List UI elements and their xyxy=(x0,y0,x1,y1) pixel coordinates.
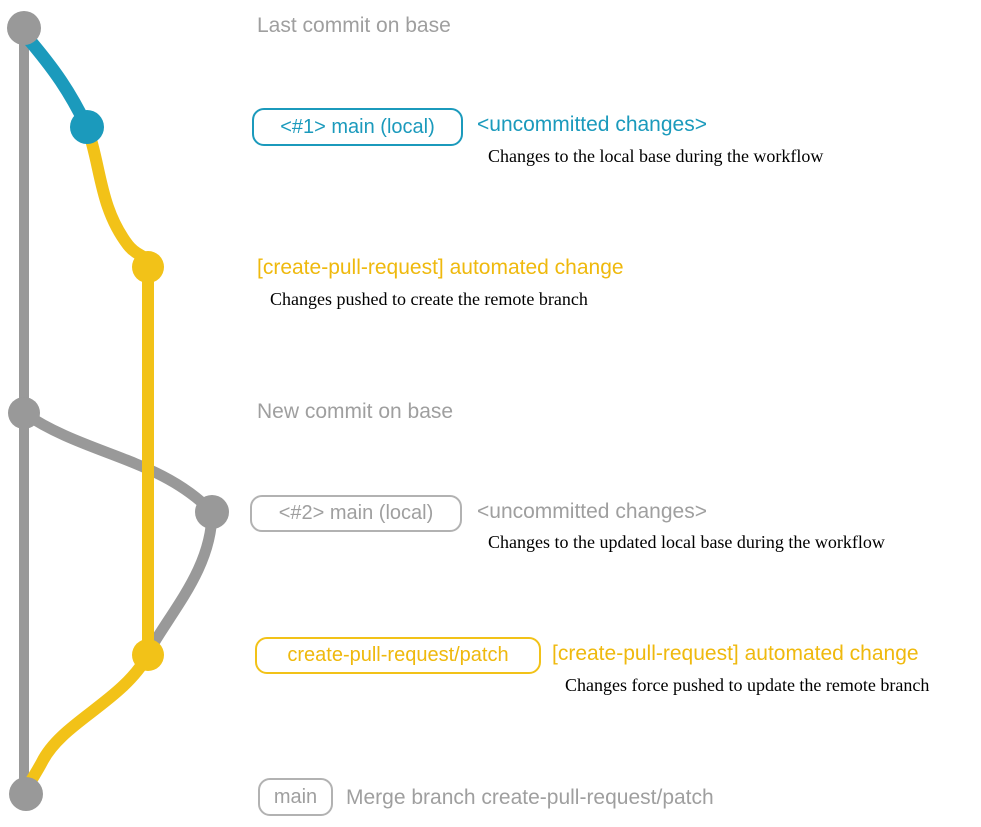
automated-change-title-2: [create-pull-request] automated change xyxy=(552,642,919,665)
uncommitted-changes-title-1: <uncommitted changes> xyxy=(477,113,707,136)
commit-dot-merge xyxy=(9,777,43,811)
commit-dot-new-base xyxy=(8,397,40,429)
new-commit-note: New commit on base xyxy=(257,400,454,423)
merge-note: Merge branch create-pull-request/patch xyxy=(346,786,714,809)
uncommitted-changes-title-2: <uncommitted changes> xyxy=(477,500,707,523)
branch-badge-patch: create-pull-request/patch xyxy=(255,637,541,674)
local2-to-patch-curve xyxy=(142,506,218,659)
patch-branch-top-curve xyxy=(81,121,154,273)
base-to-local2-curve xyxy=(18,407,218,518)
commit-dot-automated-2 xyxy=(132,639,164,671)
automated-change-desc-1: Changes pushed to create the remote bran… xyxy=(270,289,588,309)
branch-badge-main: main xyxy=(258,778,333,816)
commit-dot-local-1 xyxy=(70,110,104,144)
commit-dot-local-2 xyxy=(195,495,229,529)
commit-dot-automated-1 xyxy=(132,251,164,283)
branch-badge-main-local-1: <#1> main (local) xyxy=(252,108,463,146)
patch-merge-curve xyxy=(20,649,154,800)
uncommitted-changes-desc-2: Changes to the updated local base during… xyxy=(488,532,885,552)
commit-dot-last-base xyxy=(7,11,41,45)
automated-change-title-1: [create-pull-request] automated change xyxy=(257,256,624,279)
automated-change-desc-2: Changes force pushed to update the remot… xyxy=(565,675,930,695)
uncommitted-changes-desc-1: Changes to the local base during the wor… xyxy=(488,146,824,166)
last-commit-note: Last commit on base xyxy=(257,14,451,37)
branch-badge-main-local-2: <#2> main (local) xyxy=(250,495,462,532)
